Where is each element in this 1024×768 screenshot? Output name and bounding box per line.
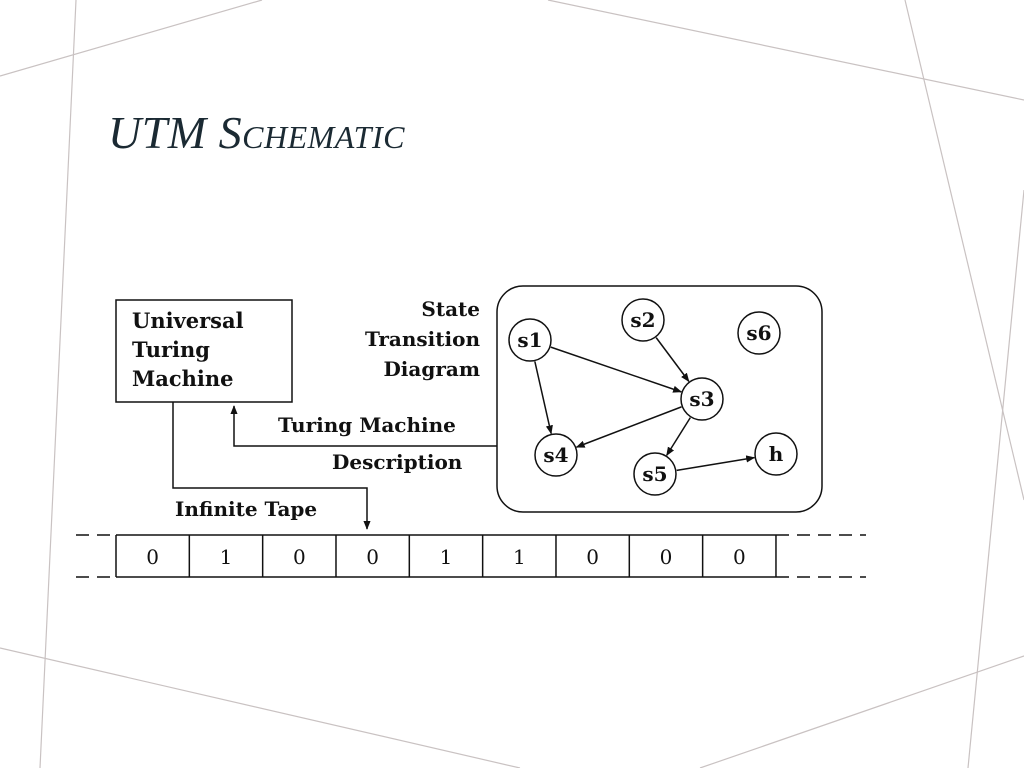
state-diagram-box (496, 285, 823, 513)
state-node-s1-circle (508, 318, 552, 362)
bg-line (39, 0, 77, 768)
state-node-s2: s2 (621, 298, 665, 342)
state-node-s4: s4 (534, 433, 578, 477)
utm-box (115, 299, 293, 403)
state-node-s3: s3 (680, 377, 724, 421)
std-label-line2: Transition (365, 327, 480, 351)
state-node-s4-circle (534, 433, 578, 477)
tape-cell-8: 0 (733, 545, 746, 569)
transition-s3-s5 (666, 417, 691, 457)
description-arrow (230, 405, 497, 447)
std-label-line3: Diagram (383, 357, 480, 381)
state-node-s2-circle (621, 298, 665, 342)
tape-cell-2: 0 (293, 545, 306, 569)
state-node-s3-circle (680, 377, 724, 421)
state-label-h: h (769, 442, 784, 466)
transition-edges (534, 337, 756, 472)
state-label-s1: s1 (517, 328, 542, 352)
tape-cells: 0 1 0 0 1 1 0 0 0 (115, 535, 777, 577)
tape: 0 1 0 0 1 1 0 0 0 (76, 534, 866, 578)
transition-s3-s4 (575, 406, 682, 448)
slide-title: UTM Schematic (108, 106, 405, 159)
state-node-s1: s1 (508, 318, 552, 362)
utm-label-line1: Universal (132, 308, 244, 333)
state-node-s5-circle (633, 452, 677, 496)
state-node-s6-circle (737, 311, 781, 355)
std-label-line1: State (421, 297, 480, 321)
state-nodes: s1 s2 s3 s4 s5 s6 h (508, 298, 798, 496)
tape-head-arrow (172, 402, 371, 530)
transition-s2-s3 (655, 337, 690, 383)
state-label-s3: s3 (689, 387, 714, 411)
transition-s1-s3 (550, 346, 683, 393)
transition-s5-h (676, 455, 756, 472)
bg-line (0, 647, 521, 768)
state-label-s4: s4 (543, 443, 568, 467)
tape-cell-0: 0 (146, 545, 159, 569)
utm-label-line3: Machine (132, 366, 234, 391)
transition-s1-s4 (534, 361, 553, 435)
state-label-s6: s6 (746, 321, 771, 345)
tape-cell-5: 1 (513, 545, 526, 569)
state-label-s5: s5 (642, 462, 667, 486)
bg-line (547, 0, 1024, 101)
bg-line (699, 655, 1024, 768)
state-label-s2: s2 (630, 308, 655, 332)
tape-cell-1: 1 (220, 545, 233, 569)
tape-cell-7: 0 (660, 545, 673, 569)
infinite-tape-label: Infinite Tape (175, 497, 317, 521)
description-label: Description (332, 450, 463, 474)
bg-line (904, 0, 1024, 501)
tape-cell-4: 1 (440, 545, 453, 569)
slide-title-prefix: UTM (108, 107, 219, 158)
slide-title-smallcaps: Schematic (218, 107, 405, 158)
tm-label: Turing Machine (278, 413, 456, 437)
state-node-h-circle (754, 432, 798, 476)
state-node-h: h (754, 432, 798, 476)
state-node-s5: s5 (633, 452, 677, 496)
state-node-s6: s6 (737, 311, 781, 355)
bg-line (0, 0, 263, 77)
utm-label-line2: Turing (132, 337, 210, 362)
tape-cell-6: 0 (586, 545, 599, 569)
tape-cell-3: 0 (366, 545, 379, 569)
